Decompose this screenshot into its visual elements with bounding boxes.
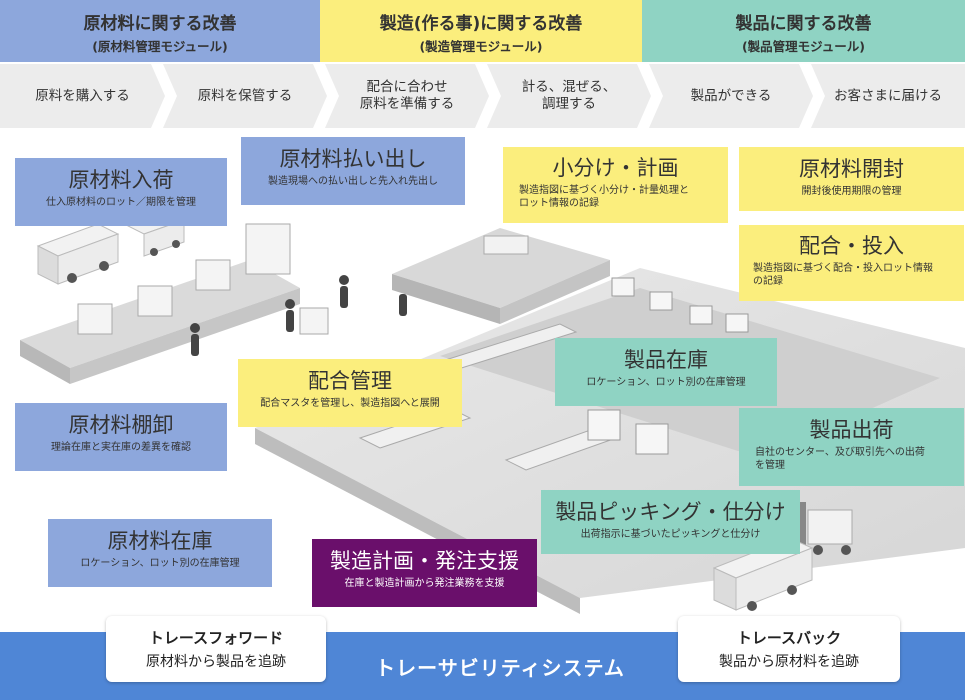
process-step: 原料を保管する [163, 64, 327, 128]
box-product-ship: 製品出荷 自社のセンター、及び取引先への出荷 を管理 [739, 408, 964, 486]
box-title: 配合・投入 [799, 234, 904, 258]
trace-back-desc: 製品から原材料を追跡 [719, 654, 859, 670]
box-prod-plan: 製造計画・発注支援 在庫と製造計画から発注業務を支援 [312, 539, 537, 607]
box-portion-weigh: 小分け・計画 製造指図に基づく小分け・計量処理と ロット情報の記録 [503, 147, 728, 223]
module-title: 製品に関する改善 [735, 14, 872, 34]
box-desc: ロケーション、ロット別の在庫管理 [586, 377, 746, 388]
trace-forward-card: トレースフォワード 原材料から製品を追跡 [106, 616, 326, 682]
box-desc: 自社のセンター、及び取引先への出荷 を管理 [755, 447, 925, 471]
process-step: 原料を購入する [0, 64, 165, 128]
box-title: 原材料在庫 [107, 529, 213, 553]
box-desc: 製造指図に基づく小分け・計量処理と ロット情報の記録 [519, 185, 689, 209]
module-title: 製造(作る事)に関する改善 [379, 14, 583, 34]
box-formula-mgmt: 配合管理 配合マスタを管理し、製造指図へと展開 [238, 359, 462, 427]
module-title: 原材料に関する改善 [83, 14, 237, 34]
box-title: 製品ピッキング・仕分け [555, 500, 786, 524]
module-subtitle: (原材料管理モジュール) [92, 39, 228, 54]
truck-icon [36, 223, 120, 285]
box-raw-issue: 原材料払い出し 製造現場への払い出しと先入れ先出し [241, 137, 465, 205]
box-raw-stock: 原材料在庫 ロケーション、ロット別の在庫管理 [48, 519, 272, 587]
box-product-picking: 製品ピッキング・仕分け 出荷指示に基づいたピッキングと仕分け [541, 490, 800, 554]
box-desc: 開封後使用期限の管理 [801, 186, 902, 197]
box-title: 原材料開封 [799, 157, 904, 181]
trace-forward-desc: 原材料から製品を追跡 [146, 654, 286, 670]
module-subtitle: (製品管理モジュール) [741, 39, 866, 54]
weighing-room [392, 228, 610, 308]
process-step: お客さまに届ける [811, 64, 965, 128]
box-title: 製造計画・発注支援 [330, 549, 519, 573]
box-title: 製品在庫 [624, 348, 708, 372]
box-title: 原材料入荷 [68, 168, 174, 192]
box-product-stock: 製品在庫 ロケーション、ロット別の在庫管理 [555, 338, 777, 406]
box-raw-receiving: 原材料入荷 仕入原材料のロット／期限を管理 [15, 158, 227, 226]
box-raw-open: 原材料開封 開封後使用期限の管理 [739, 147, 964, 211]
module-products: 製品に関する改善 (製品管理モジュール) [642, 0, 965, 62]
box-title: 製品出荷 [809, 418, 894, 442]
box-title: 原材料払い出し [279, 147, 427, 171]
box-desc: 理論在庫と実在庫の差異を確認 [51, 442, 191, 453]
box-desc: 製造現場への払い出しと先入れ先出し [268, 176, 438, 187]
trace-back-card: トレースバック 製品から原材料を追跡 [678, 616, 900, 682]
box-desc: 製造指図に基づく配合・投入ロット情報 の記録 [753, 263, 933, 287]
process-step: 配合に合わせ 原料を準備する [325, 64, 489, 128]
module-manufacturing: 製造(作る事)に関する改善 (製造管理モジュール) [320, 0, 642, 62]
box-mix-input: 配合・投入 製造指図に基づく配合・投入ロット情報 の記録 [739, 225, 964, 301]
box-desc: 仕入原材料のロット／期限を管理 [46, 197, 196, 208]
box-desc: 出荷指示に基づいたピッキングと仕分け [580, 529, 761, 540]
module-raw-materials: 原材料に関する改善 (原材料管理モジュール) [0, 0, 320, 62]
traceability-title: トレーサビリティシステム [375, 656, 625, 680]
box-raw-stocktake: 原材料棚卸 理論在庫と実在庫の差異を確認 [15, 403, 227, 471]
trace-back-title: トレースバック [736, 629, 842, 647]
box-title: 小分け・計画 [552, 156, 679, 180]
box-desc: 在庫と製造計画から発注業務を支援 [344, 578, 505, 589]
module-subtitle: (製造管理モジュール) [419, 39, 543, 54]
forklift-icon [800, 502, 853, 555]
box-desc: 配合マスタを管理し、製造指図へと展開 [260, 398, 440, 409]
box-title: 原材料棚卸 [68, 413, 174, 437]
pallet-icon [77, 223, 329, 335]
box-title: 配合管理 [308, 369, 392, 393]
process-step: 計る、混ぜる、 調理する [487, 64, 651, 128]
box-desc: ロケーション、ロット別の在庫管理 [80, 558, 240, 569]
process-step: 製品ができる [649, 64, 813, 128]
trace-forward-title: トレースフォワード [148, 629, 284, 647]
process-flow: 原料を購入する 原料を保管する 配合に合わせ 原料を準備する 計る、混ぜる、 調… [0, 62, 965, 128]
